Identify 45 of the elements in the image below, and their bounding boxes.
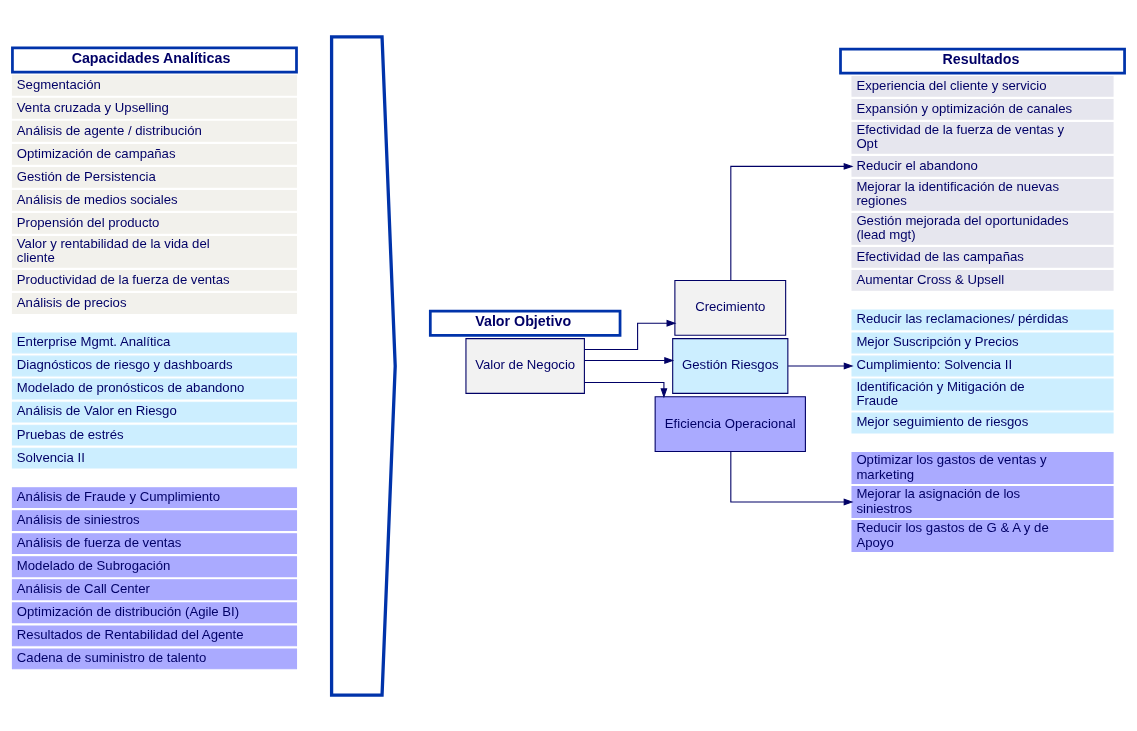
node-box: Segmentación xyxy=(11,74,298,96)
node-box: Gestión mejorada del oportunidades (lead mgt) xyxy=(851,212,1114,245)
node-box: Expansión y optimización de canales xyxy=(851,98,1114,120)
node-box: Análisis de Call Center xyxy=(11,578,298,600)
node-box: Experiencia del cliente y servicio xyxy=(851,75,1114,97)
node-box: Análisis de siniestros xyxy=(11,509,298,531)
node-box: Reducir los gastos de G & A y de Apoyo xyxy=(851,519,1114,552)
node-box: Resultados de Rentabilidad del Agente xyxy=(11,624,298,646)
node-box: Crecimiento xyxy=(674,279,787,336)
node-box: Pruebas de estrés xyxy=(11,424,298,446)
node-box: Análisis de Valor en Riesgo xyxy=(11,401,298,422)
node-chevron xyxy=(329,34,397,697)
node-box: Mejorar la asignación de los siniestros xyxy=(851,485,1114,518)
arrow xyxy=(730,450,854,505)
node-box: Valor Objetivo xyxy=(428,309,622,337)
node-box: Mejorar la identificación de nuevas regiones xyxy=(851,178,1114,211)
node-box: Optimizar los gastos de ventas y marketing xyxy=(851,451,1114,484)
node-box: Eficiencia Operacional xyxy=(654,395,806,452)
arrow xyxy=(730,162,854,281)
node-box: Aumentar Cross & Upsell xyxy=(851,269,1114,291)
arrow xyxy=(583,356,675,364)
node-box: Análisis de Fraude y Cumplimiento xyxy=(11,486,298,508)
node-box: Cumplimiento: Solvencia II xyxy=(851,355,1114,376)
node-box: Enterprise Mgmt. Analítica xyxy=(11,332,298,353)
node-box: Capacidades Analíticas xyxy=(11,46,298,73)
arrow xyxy=(787,362,854,369)
node-box: Diagnósticos de riesgo y dashboards xyxy=(11,355,298,376)
node-box: Cadena de suministro de talento xyxy=(11,647,298,669)
node-box: Mejor seguimiento de riesgos xyxy=(851,412,1114,433)
node-box: Análisis de fuerza de ventas xyxy=(11,532,298,554)
arrow xyxy=(584,319,677,350)
node-box: Gestión Riesgos xyxy=(672,337,789,394)
node-box: Efectividad de la fuerza de ventas y Opt xyxy=(851,121,1114,154)
node-box: Modelado de Subrogación xyxy=(11,555,298,577)
node-box: Optimización de distribución (Agile BI) xyxy=(11,601,298,623)
node-box: Resultados xyxy=(839,47,1126,75)
node-box: Solvencia II xyxy=(11,447,298,469)
node-box: Identificación y Mitigación de Fraude xyxy=(851,378,1114,410)
node-box: Valor de Negocio xyxy=(465,337,585,394)
node-box: Reducir el abandono xyxy=(851,155,1114,177)
node-box: Mejor Suscripción y Precios xyxy=(851,332,1114,353)
node-box: Reducir las reclamaciones/ pérdidas xyxy=(851,309,1114,330)
node-box: Efectividad de las campañas xyxy=(851,246,1114,268)
node-box: Modelado de pronósticos de abandono xyxy=(11,378,298,399)
arrow xyxy=(583,381,668,398)
